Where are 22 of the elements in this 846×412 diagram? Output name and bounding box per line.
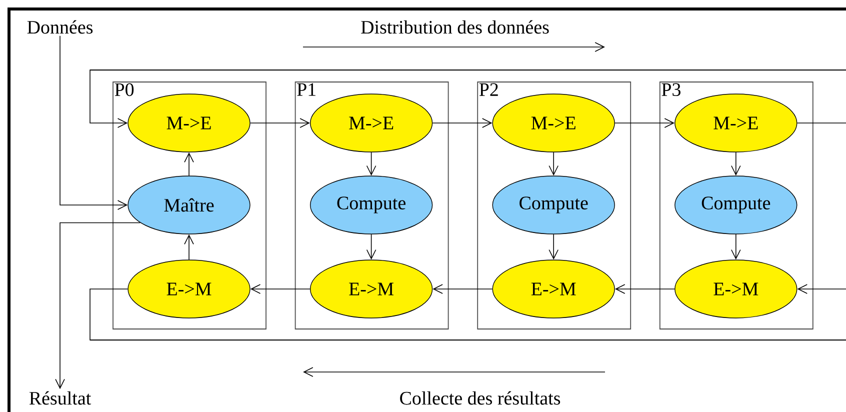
arrow [797, 284, 846, 294]
text-label: Données [27, 20, 93, 34]
arrow [731, 234, 741, 260]
arrow [432, 118, 492, 128]
arrow [250, 284, 310, 294]
arrow [366, 152, 376, 176]
arrow [184, 234, 194, 260]
arrow [366, 234, 376, 260]
arrow [548, 152, 558, 176]
arrow [184, 152, 194, 176]
arrow [250, 118, 310, 128]
arrow [432, 284, 493, 294]
arrow [60, 36, 128, 210]
arrow [55, 222, 141, 390]
arrow [614, 118, 675, 128]
arrow [548, 234, 558, 260]
arrow [731, 152, 741, 176]
arrow [90, 70, 846, 128]
arrow [614, 284, 675, 294]
text-label: Collecte des résultats [400, 391, 560, 405]
text-label: Résultat [29, 391, 92, 405]
text-label: Distribution des données [361, 20, 549, 34]
